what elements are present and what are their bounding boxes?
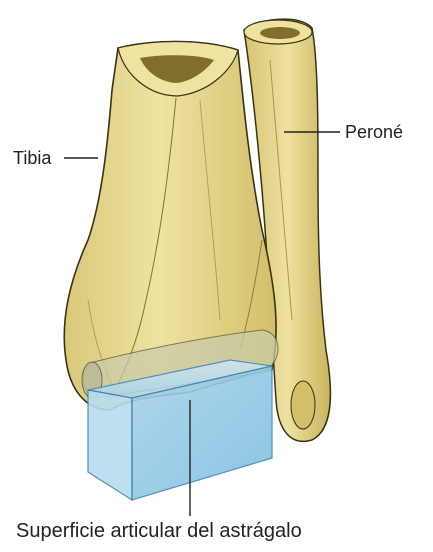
tibia-label: Tibia	[13, 148, 51, 169]
perone-label: Peroné	[345, 122, 403, 143]
superficie-articular-label: Superficie articular del astrágalo	[16, 520, 302, 543]
